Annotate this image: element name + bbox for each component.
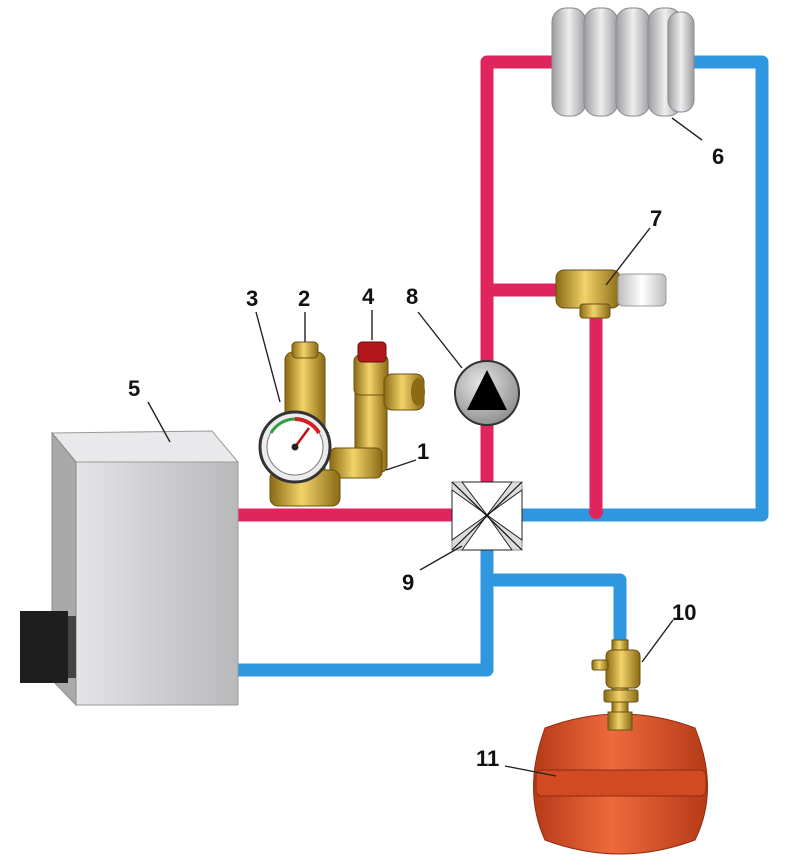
- safety-valve-cap: [357, 341, 387, 363]
- pressure-gauge-needle: [293, 427, 311, 448]
- expansion-tank: [533, 711, 708, 855]
- label-4: 4: [362, 284, 375, 309]
- cold-pipe-radiator-return: [503, 55, 769, 522]
- pressure-gauge-red-arc: [294, 417, 321, 435]
- label-1: 1: [417, 439, 429, 464]
- label-3: 3: [246, 286, 258, 311]
- tank-valve-nut: [603, 689, 639, 703]
- pressure-gauge-green-arc: [269, 417, 296, 434]
- label-2: 2: [298, 286, 310, 311]
- tank-neck: [607, 711, 633, 731]
- label-11: 11: [476, 746, 499, 771]
- boiler-front: [75, 461, 239, 706]
- leader-lines: [147, 117, 703, 777]
- valve-nut: [579, 303, 611, 319]
- boiler-burner-box: [20, 611, 68, 683]
- label-9: 9: [402, 570, 414, 595]
- mixing-valve-wedge-top: [460, 481, 514, 516]
- label-5: 5: [128, 376, 140, 401]
- boiler-top: [50, 430, 240, 463]
- label-7: 7: [650, 206, 662, 231]
- pump-arrow-icon: [467, 370, 507, 410]
- valve-cap: [617, 273, 667, 307]
- pipe-junction: [589, 505, 603, 519]
- number-labels: 1 2 3 4 5 6 7 8 9 10 11: [128, 144, 724, 771]
- label-8: 8: [406, 284, 418, 309]
- radiator-fin-3: [615, 7, 651, 117]
- air-vent-cap: [291, 341, 319, 359]
- circulation-pump: [454, 360, 520, 426]
- mixing-valve-wedge-left: [451, 489, 488, 541]
- safety-elbow-horizontal: [329, 447, 383, 479]
- hot-pipes: [231, 55, 603, 522]
- mixing-valve-wedge-bottom: [461, 514, 513, 551]
- boiler-burner-face: [68, 616, 76, 678]
- mixing-valve: [451, 481, 523, 551]
- tank-valve-body: [605, 649, 641, 689]
- radiator-fin-1: [551, 7, 587, 117]
- radiator-fin-2: [583, 7, 619, 117]
- mixing-valve-wedge-right: [486, 489, 523, 541]
- tank-valve-handle: [591, 659, 609, 671]
- valve-body: [555, 269, 621, 309]
- boiler: [20, 430, 240, 707]
- tank-band: [535, 769, 707, 797]
- label-10: 10: [672, 600, 696, 625]
- thermostatic-valve: [555, 269, 667, 319]
- safety-valve-outlet-hole: [411, 378, 425, 406]
- hot-pipe-riser: [480, 55, 559, 487]
- radiator-fin-5: [667, 11, 695, 113]
- label-6: 6: [712, 144, 724, 169]
- tank-valve: [591, 639, 641, 713]
- radiator: [551, 7, 695, 117]
- safety-group: [258, 341, 425, 507]
- cold-pipe-tank: [480, 573, 627, 647]
- cold-pipe-boiler-return: [231, 541, 494, 677]
- cold-pipes: [231, 55, 769, 677]
